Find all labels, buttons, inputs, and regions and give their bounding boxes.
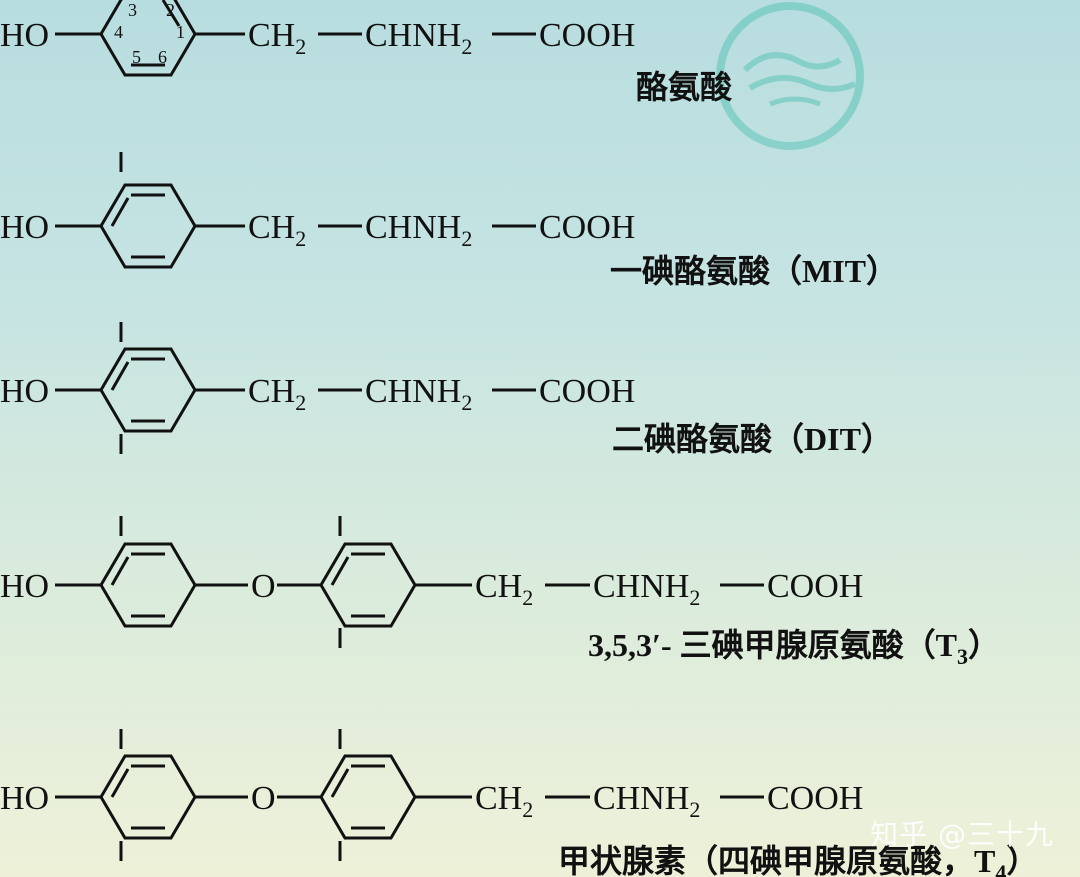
- ring-number-5: 5: [132, 47, 141, 67]
- svg-text:CHNH2: CHNH2: [365, 209, 472, 251]
- tyrosine-structure: HO 3 2 4 1 5 6 CH2 CHNH2 COOH 酪氨酸: [0, 0, 733, 105]
- svg-text:CHNH2: CHNH2: [365, 373, 472, 415]
- watermark-logo: [716, 2, 864, 150]
- svg-text:O: O: [251, 780, 276, 817]
- svg-text:COOH: COOH: [767, 568, 863, 605]
- svg-text:HO: HO: [0, 373, 49, 410]
- mit-structure: HO CH2 CHNH2 COOH 一碘酪氨酸（MIT）: [0, 152, 898, 289]
- svg-text:HO: HO: [0, 568, 49, 605]
- svg-text:CH2: CH2: [248, 209, 306, 251]
- svg-text:CH2: CH2: [248, 17, 306, 59]
- cooh-label: COOH: [539, 17, 635, 54]
- dit-structure: HO CH2 CHNH2 COOH 二碘酪氨酸（DIT）: [0, 322, 893, 457]
- svg-text:CH2: CH2: [248, 373, 306, 415]
- compound-name-dit: 二碘酪氨酸（DIT）: [612, 421, 893, 457]
- compound-name-t3: 3,5,3′- 三碘甲腺原氨酸（T3）: [588, 627, 1000, 669]
- ho-label: HO: [0, 17, 49, 54]
- svg-text:COOH: COOH: [539, 373, 635, 410]
- svg-text:CH2: CH2: [475, 780, 533, 822]
- ring-number-4: 4: [114, 22, 123, 42]
- ring-number-2: 2: [166, 0, 175, 20]
- ch2-label: CH: [248, 17, 295, 54]
- t4-structure: HO O CH2 CHNH2 COOH 甲状腺素（四碘甲腺原氨酸，T4）: [0, 729, 1038, 877]
- chnh2-label: CHNH: [365, 17, 461, 54]
- compound-name-t4: 甲状腺素（四碘甲腺原氨酸，T4）: [558, 843, 1038, 877]
- svg-text:HO: HO: [0, 209, 49, 246]
- ring-number-6: 6: [158, 47, 167, 67]
- svg-text:COOH: COOH: [539, 209, 635, 246]
- svg-text:CHNH2: CHNH2: [365, 17, 472, 59]
- svg-text:COOH: COOH: [767, 780, 863, 817]
- svg-text:CH2: CH2: [475, 568, 533, 610]
- ether-oxygen: O: [251, 568, 276, 605]
- ring-number-3: 3: [128, 0, 137, 20]
- svg-text:CHNH2: CHNH2: [593, 568, 700, 610]
- compound-name-tyrosine: 酪氨酸: [636, 69, 733, 105]
- ring-number-1: 1: [176, 22, 185, 42]
- svg-text:HO: HO: [0, 780, 49, 817]
- t3-structure: HO O CH2 CHNH2 COOH 3,5,3′- 三碘甲腺原氨酸（T3）: [0, 516, 1000, 669]
- svg-text:CHNH2: CHNH2: [593, 780, 700, 822]
- watermark-text: 知乎 @三十九: [870, 818, 1054, 851]
- compound-name-mit: 一碘酪氨酸（MIT）: [610, 253, 898, 289]
